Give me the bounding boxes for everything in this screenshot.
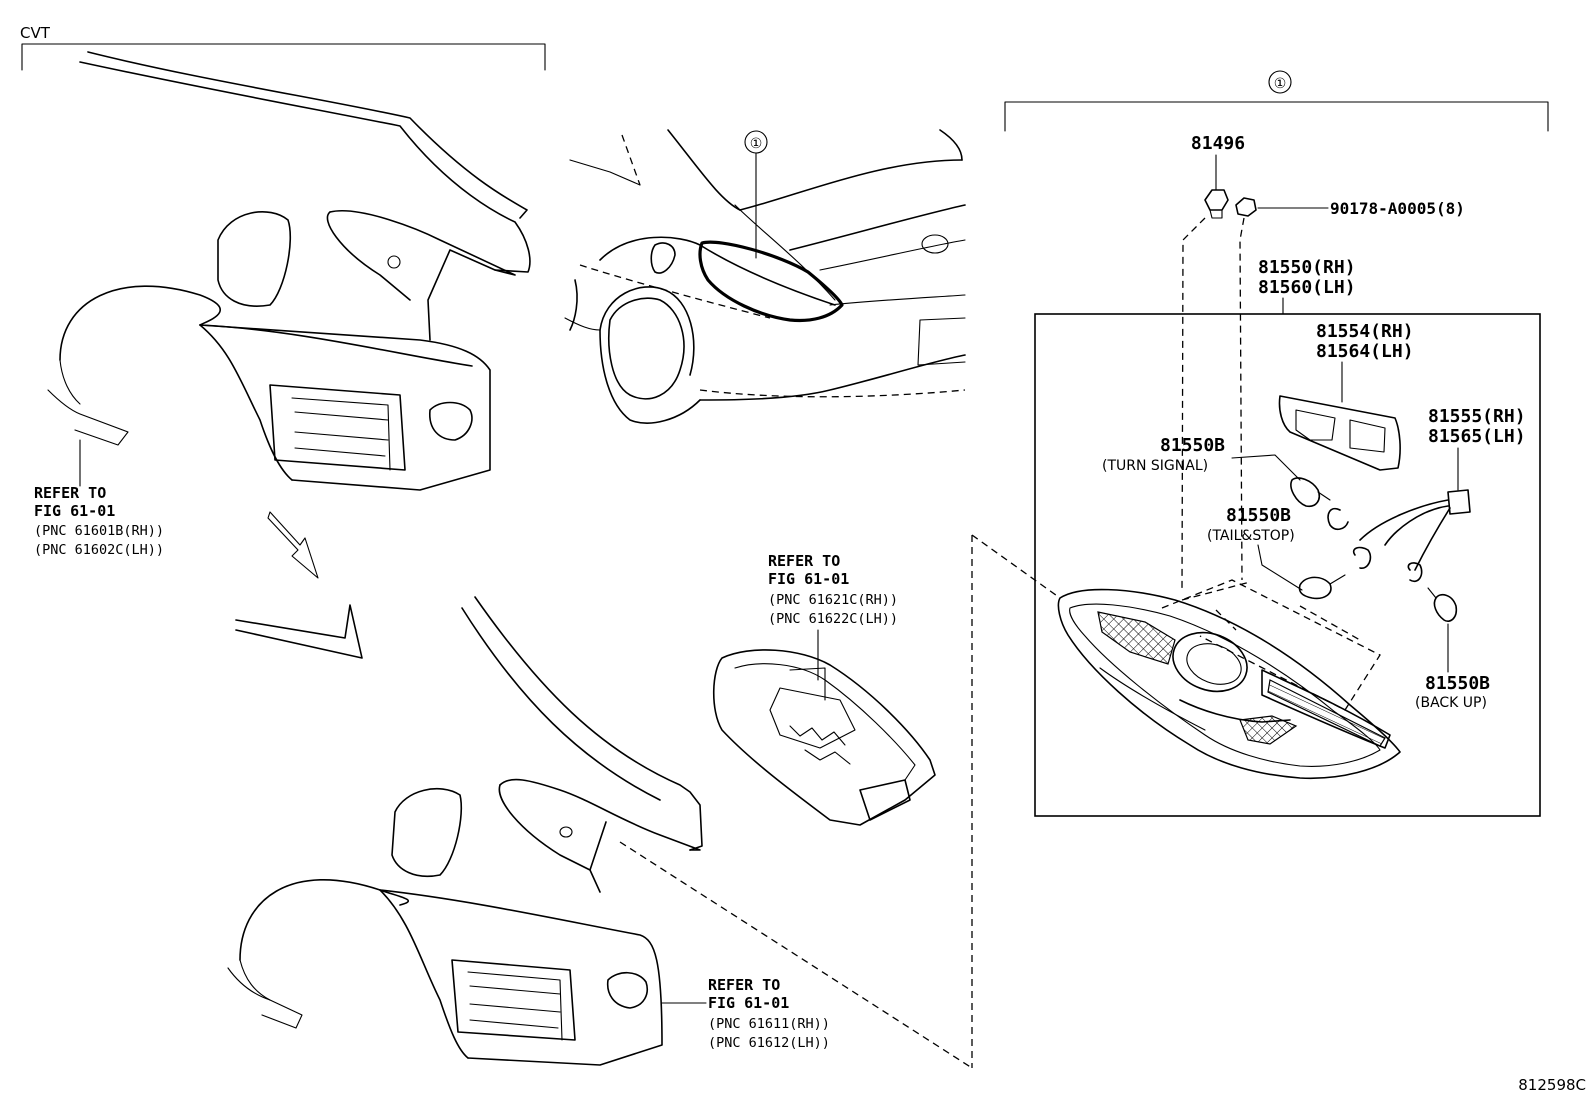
part-81560-lh: 81560(LH) [1258, 277, 1356, 298]
part-90178: 90178-A0005(8) [1330, 199, 1465, 218]
lamp-assembly-box [1034, 313, 1541, 817]
dashed-connector-1 [971, 534, 1061, 599]
ref-middle-pnc2: (PNC 61622C(LH)) [768, 611, 898, 627]
ref-bottom-line2: FIG 61-01 [708, 994, 789, 1012]
ref-top-left-pnc1: (PNC 61601B(RH)) [34, 523, 164, 539]
ref-top-left-pnc2: (PNC 61602C(LH)) [34, 542, 164, 558]
inner-panel-part [712, 649, 936, 826]
figure-id: 812598C [1518, 1076, 1586, 1094]
ref-bottom-line1: REFER TO [708, 976, 780, 994]
bulb-back-note: (BACK UP) [1415, 695, 1487, 711]
ref-top-left-line1: REFER TO [34, 484, 106, 502]
assembly-bracket: ① [1004, 70, 1549, 132]
ref-middle-line2: FIG 61-01 [768, 570, 849, 588]
rear-quarter-upper [47, 51, 531, 491]
dashed-connector-3 [619, 841, 973, 1069]
clip-81496: 81496 [1181, 133, 1245, 591]
direction-arrow [267, 511, 319, 579]
bulb-turn-label: 81550B [1160, 435, 1225, 456]
part-81550-rh: 81550(RH) [1258, 257, 1356, 278]
ref-middle-pnc1: (PNC 61621C(RH)) [768, 592, 898, 608]
ref-bottom-pnc2: (PNC 61612(LH)) [708, 1035, 830, 1051]
part-81554-rh: 81554(RH) [1316, 321, 1414, 342]
ref-bottom-pnc1: (PNC 61611(RH)) [708, 1016, 830, 1032]
part-81564-lh: 81564(LH) [1316, 341, 1414, 362]
lamp-gasket-outline [1161, 579, 1381, 711]
part-81565-lh: 81565(LH) [1428, 426, 1526, 447]
callout-one-car: ① [750, 136, 763, 152]
socket-wire-81555: 81555(RH) 81565(LH) [1327, 406, 1526, 583]
part-81496: 81496 [1191, 133, 1245, 154]
assembly-label: 81550(RH) 81560(LH) [1258, 257, 1356, 315]
callout-one-bracket: ① [1274, 76, 1287, 92]
gasket-81554: 81554(RH) 81564(LH) [1278, 321, 1414, 471]
tail-lamp-housing [1057, 588, 1401, 780]
bulb-tail-label: 81550B [1226, 505, 1291, 526]
ref-top-left: REFER TO FIG 61-01 (PNC 61601B(RH)) (PNC… [34, 484, 164, 558]
bulb-turn-signal: 81550B (TURN SIGNAL) [1102, 435, 1331, 508]
part-81555-rh: 81555(RH) [1428, 406, 1526, 427]
bulb-tail-note: (TAIL&STOP) [1207, 528, 1295, 544]
bulb-tail-stop: 81550B (TAIL&STOP) [1207, 505, 1346, 600]
cvt-bracket: CVT [20, 24, 546, 71]
bulb-back-label: 81550B [1425, 673, 1490, 694]
ref-middle-line1: REFER TO [768, 552, 840, 570]
bulb-back-up: 81550B (BACK UP) [1415, 587, 1490, 711]
nut-90178: 90178-A0005(8) [1235, 197, 1465, 581]
bulb-turn-note: (TURN SIGNAL) [1102, 458, 1208, 474]
ref-middle: REFER TO FIG 61-01 (PNC 61621C(RH)) (PNC… [768, 552, 898, 681]
car-rear-view: ① [564, 129, 966, 424]
ref-top-left-line2: FIG 61-01 [34, 502, 115, 520]
ref-bottom: REFER TO FIG 61-01 (PNC 61611(RH)) (PNC … [708, 976, 830, 1051]
cvt-label: CVT [20, 24, 51, 42]
rear-quarter-lower [227, 596, 703, 1066]
